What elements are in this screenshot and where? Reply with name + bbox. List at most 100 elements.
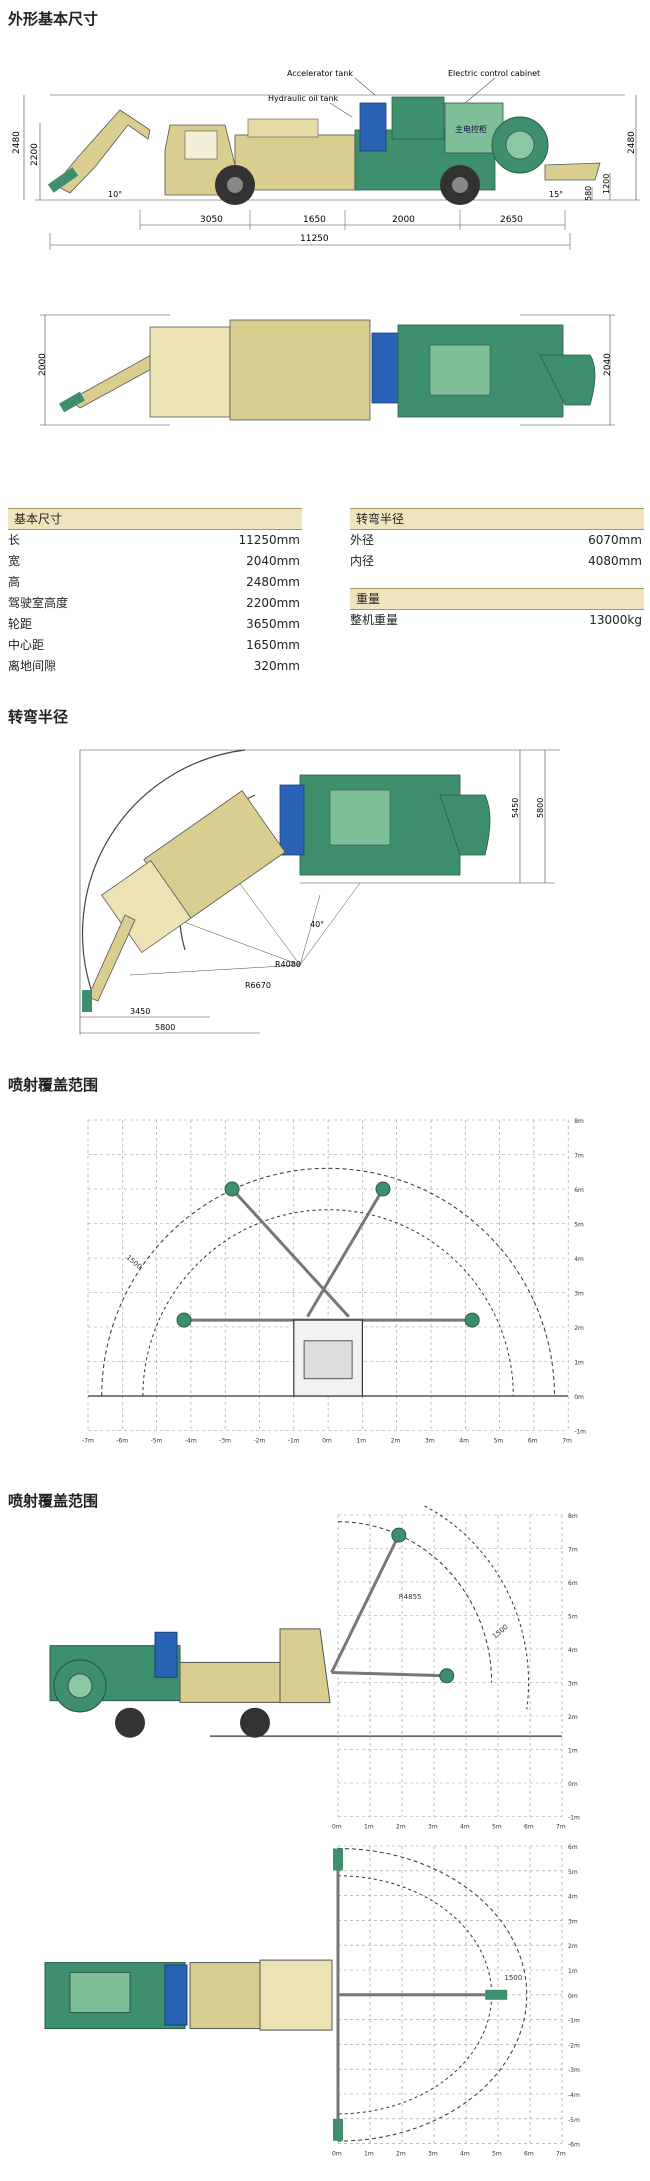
x-tick-label: -2m: [254, 1438, 266, 1445]
x-tick-label: 6m: [524, 1824, 534, 1831]
x-tick-label: 0m: [332, 1824, 342, 1831]
turn-r4080: R4080: [275, 960, 301, 969]
x-tick-label: 4m: [459, 1438, 469, 1445]
coverage-arc-inner: [337, 1875, 493, 2115]
coverage-arc-far: [337, 1484, 530, 1710]
nozzle-icon: [333, 2118, 343, 2141]
y-tick-label: 3m: [568, 1918, 578, 1925]
y-tick-label: 6m: [568, 1580, 578, 1587]
nozzle-icon: [224, 1181, 240, 1197]
x-tick-label: -4m: [185, 1438, 197, 1445]
dim-height-right: 2480: [627, 131, 637, 154]
x-tick-label: 1m: [356, 1438, 366, 1445]
dim-1200: 1200: [602, 174, 611, 194]
dim-angle-right: 15°: [549, 190, 563, 199]
turning-specs-header: 转弯半径: [350, 508, 644, 530]
y-tick-label: 0m: [568, 1781, 578, 1788]
callout-hydraulic-oil-tank: Hydraulic oil tank: [268, 94, 338, 103]
coverage-label: R4855: [399, 1593, 422, 1601]
y-tick-label: 4m: [574, 1256, 584, 1263]
dim-1650: 1650: [303, 215, 326, 225]
x-tick-label: 6m: [524, 2151, 534, 2158]
nozzle-icon: [439, 1668, 455, 1684]
y-tick-label: 5m: [568, 1869, 578, 1876]
y-tick-label: 7m: [574, 1153, 584, 1160]
dim-angle-left: 10°: [108, 190, 122, 199]
y-tick-label: -2m: [568, 2042, 580, 2049]
x-tick-label: 3m: [428, 1824, 438, 1831]
y-tick-label: -1m: [574, 1429, 586, 1436]
coverage-title-1: 喷射覆盖范围: [8, 1076, 99, 1094]
nozzle-icon: [485, 1989, 508, 2000]
x-tick-label: 1m: [364, 1824, 374, 1831]
turn-r6670: R6670: [245, 981, 271, 990]
y-tick-label: 0m: [574, 1394, 584, 1401]
x-tick-label: 5m: [494, 1438, 504, 1445]
side-view-figure: Accelerator tank Hydraulic oil tank Elec…: [0, 55, 650, 255]
nozzle-icon: [464, 1312, 480, 1328]
machine-front-body: [259, 1959, 333, 2031]
x-tick-label: 0m: [322, 1438, 332, 1445]
x-tick-label: 4m: [460, 2151, 470, 2158]
turning-title: 转弯半径: [8, 708, 69, 726]
y-tick-label: 2m: [568, 1714, 578, 1721]
x-tick-label: 7m: [556, 2151, 566, 2158]
y-tick-label: 5m: [574, 1222, 584, 1229]
y-tick-label: 6m: [568, 1844, 578, 1851]
top-width-right: 2040: [603, 353, 613, 376]
y-tick-label: -1m: [568, 1815, 580, 1822]
y-tick-label: 1m: [568, 1748, 578, 1755]
dim-580: 580: [584, 186, 593, 201]
dim-total-length: 11250: [300, 234, 329, 244]
y-tick-label: 3m: [568, 1681, 578, 1688]
y-tick-label: 4m: [568, 1894, 578, 1901]
callout-accelerator-tank: Accelerator tank: [287, 69, 353, 78]
x-tick-label: 3m: [428, 2151, 438, 2158]
y-tick-label: 0m: [568, 1993, 578, 2000]
blue-tank: [154, 1631, 178, 1678]
nozzle-icon: [375, 1181, 391, 1197]
y-tick-label: 8m: [574, 1118, 584, 1125]
x-tick-label: 7m: [556, 1824, 566, 1831]
x-tick-label: 7m: [562, 1438, 572, 1445]
wheel: [115, 1707, 145, 1738]
machine-cab: [279, 1628, 331, 1704]
nozzle-icon: [333, 1848, 343, 1871]
y-tick-label: -4m: [568, 2092, 580, 2099]
x-tick-label: 4m: [460, 1824, 470, 1831]
dim-2000: 2000: [392, 215, 415, 225]
y-tick-label: 1m: [568, 1968, 578, 1975]
x-tick-label: -3m: [219, 1438, 231, 1445]
turn-dim-5800-h: 5800: [155, 1023, 175, 1032]
machine-mid-body: [179, 1661, 281, 1703]
x-tick-label: 2m: [396, 1824, 406, 1831]
boom-right: [306, 1188, 385, 1318]
machine-grille: [303, 1340, 353, 1380]
x-tick-label: -1m: [288, 1438, 300, 1445]
dim-2650: 2650: [500, 215, 523, 225]
x-tick-label: 2m: [391, 1438, 401, 1445]
boom-raised: [330, 1534, 401, 1674]
dimensions-title: 外形基本尺寸: [8, 10, 99, 28]
coverage-arc-outer: [337, 1521, 493, 1683]
turning-figure: 5450 5800 40° R4080 R6670 3450 5800: [0, 735, 650, 1055]
x-tick-label: 0m: [332, 2151, 342, 2158]
y-tick-label: 2m: [568, 1943, 578, 1950]
top-width-left: 2000: [38, 353, 48, 376]
machine-pump: [69, 1971, 131, 2013]
callout-electric-cabinet: Electric control cabinet: [448, 69, 540, 78]
y-tick-label: 2m: [574, 1325, 584, 1332]
weight-specs-header: 重量: [350, 588, 644, 610]
turn-angle: 40°: [310, 920, 324, 929]
machine-mid-body: [189, 1962, 261, 2030]
x-tick-label: -5m: [151, 1438, 163, 1445]
top-view-figure: 2000 2040: [0, 305, 650, 435]
